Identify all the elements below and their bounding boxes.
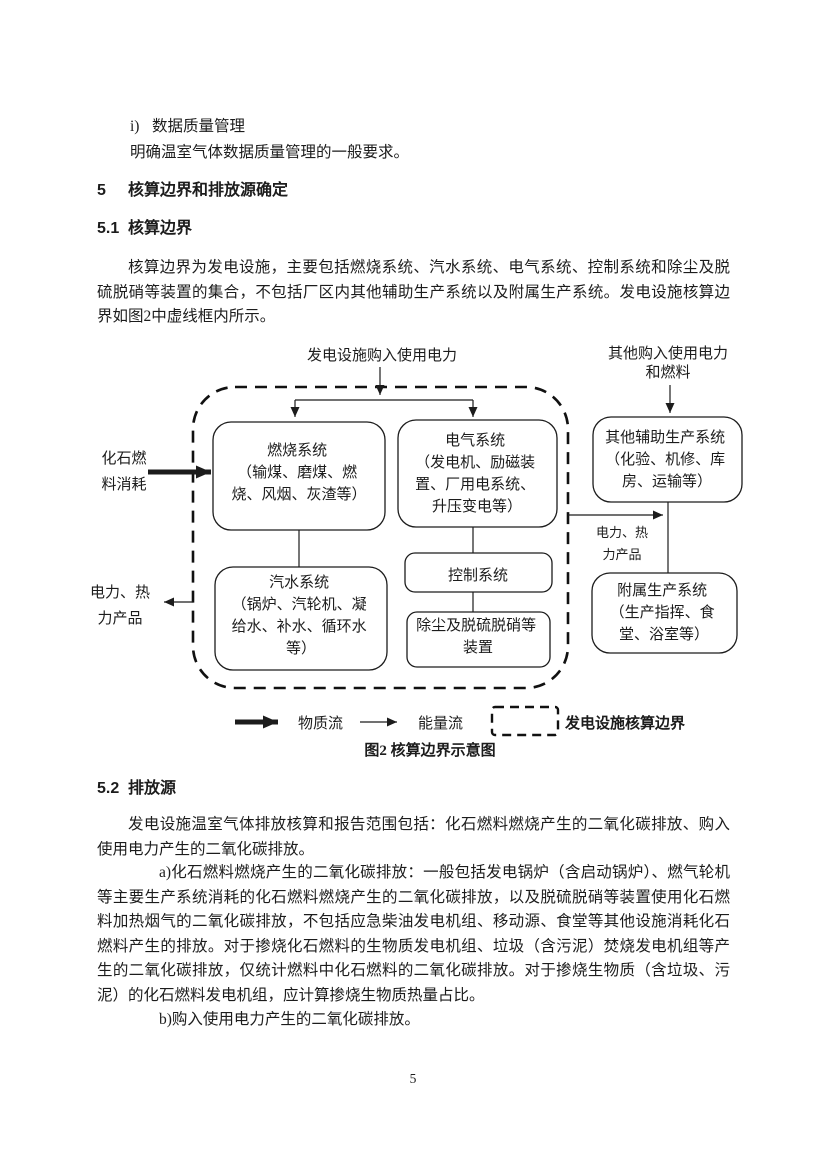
heading-section5-2: 5.2 排放源 [97,777,730,801]
list-item-i-text: 数据质量管理 [152,118,246,135]
list-item-a: a)化石燃料燃烧产生的二氧化碳排放：一般包括发电锅炉（含启动锅炉）、燃气轮机等主… [97,861,730,1008]
box-electrical-system [397,419,558,528]
figure-caption: 图2 核算边界示意图 [364,741,495,759]
box-attached-production-label: 附属生产系统 （生产指挥、食 堂、浴室等） [610,582,719,643]
legend-boundary-label: 发电设施核算边界 [564,714,685,732]
label-power-heat-right-line1: 电力、热 [596,525,648,540]
box-dedusting-desulfurization-label: 除尘及脱硫脱硝等 装置 [416,616,540,656]
page-number: 5 [409,1071,417,1086]
paragraph-intro: 明确温室气体数据质量管理的一般要求。 [130,144,410,161]
label-fossil-fuel-line2: 料消耗 [101,476,146,493]
heading-section5: 5 核算边界和排放源确定 [97,179,730,203]
heading-section5-2-title: 排放源 [128,780,177,797]
label-facility-purchased-electricity: 发电设施购入使用电力 [307,347,457,364]
box-combustion-system-label: 燃烧系统 （输煤、磨煤、燃 烧、风烟、灰渣等） [231,441,366,503]
heading-section5-1: 5.1 核算边界 [97,217,730,241]
label-power-heat-left-line1: 电力、热 [90,584,150,601]
box-electrical-system-label: 电气系统 （发电机、励磁装 置、厂用电系统、 升压变电等） [415,432,539,515]
label-other-purchased-line2: 和燃料 [645,363,690,381]
heading-section5-2-number: 5.2 [97,780,120,797]
figure-accounting-boundary-diagram: 发电设施购入使用电力 其他购入使用电力 和燃料 化石燃 料消耗 电力、热 力产品… [90,345,743,759]
label-power-heat-right-line2: 力产品 [602,547,641,562]
box-attached-production-system [591,572,738,654]
box-steam-water-system-label: 汽水系统 （锅炉、汽轮机、凝 给水、补水、循环水 等） [232,574,371,657]
list-item-a-label: a) [159,864,172,881]
paragraph-5-1: 核算边界为发电设施，主要包括燃烧系统、汽水系统、电气系统、控制系统和除尘及脱硫脱… [97,259,730,325]
box-dedusting-desulfurization-system [406,611,551,668]
box-other-auxiliary-label: 其他辅助生产系统 （化验、机修、库 房、运输等） [605,429,729,490]
list-item-b-label: b) [159,1011,172,1028]
list-item-a-text: 化石燃料燃烧产生的二氧化碳排放：一般包括发电锅炉（含启动锅炉）、燃气轮机等主要生… [97,864,730,1004]
list-item-i-label: i) [130,118,140,135]
heading-section5-title: 核算边界和排放源确定 [128,182,289,199]
paragraph-5-2: 发电设施温室气体排放核算和报告范围包括：化石燃料燃烧产生的二氧化碳排放、购入使用… [97,816,730,858]
legend-material-flow-label: 物质流 [298,715,343,732]
box-steam-water-system [214,566,388,671]
heading-section5-number: 5 [97,182,106,199]
legend-energy-flow-label: 能量流 [418,715,463,732]
list-item-b-text: 购入使用电力产生的二氧化碳排放。 [171,1011,420,1028]
label-other-purchased-line1: 其他购入使用电力 [608,345,728,362]
heading-section5-1-title: 核算边界 [128,220,193,237]
box-control-system-label: 控制系统 [448,567,508,584]
legend-boundary-box-icon [490,705,560,737]
list-item-i: i) 数据质量管理 [97,115,763,140]
heading-section5-1-number: 5.1 [97,220,120,237]
label-power-heat-left-line2: 力产品 [97,610,142,627]
list-item-b: b)购入使用电力产生的二氧化碳排放。 [97,1008,730,1033]
label-fossil-fuel-line1: 化石燃 [101,449,146,467]
box-control-system [404,552,553,593]
